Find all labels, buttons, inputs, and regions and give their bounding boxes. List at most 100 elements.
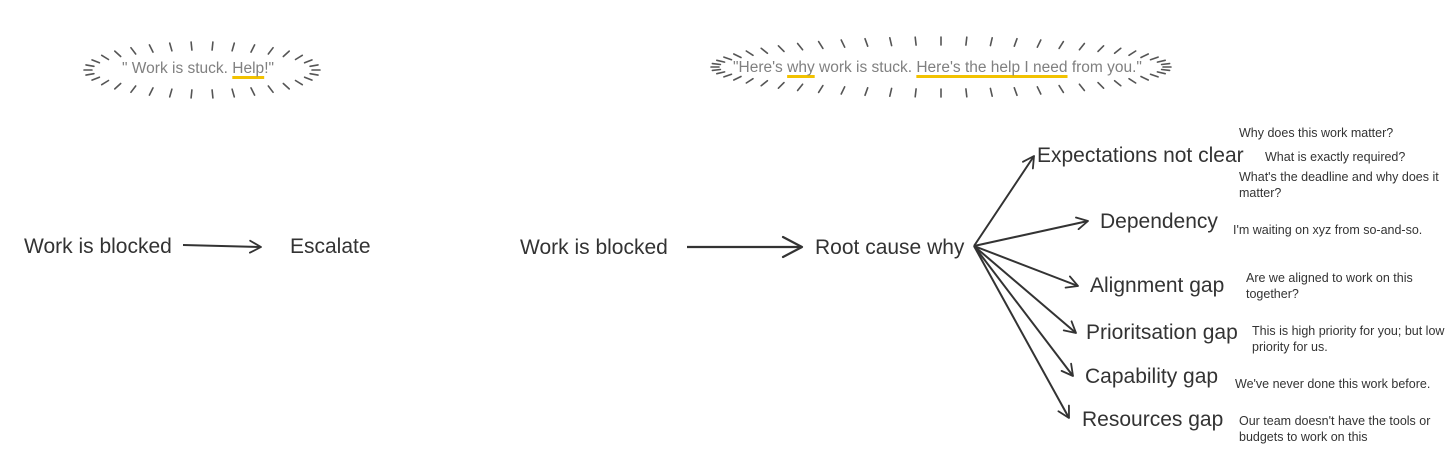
sparkle-dash [1036, 39, 1042, 49]
sparkle-dash [1097, 81, 1105, 89]
sparkle-dash [282, 82, 291, 90]
sparkle-dash [1036, 86, 1042, 95]
arrow-to-dependency [973, 216, 1089, 247]
sparkle-dash [888, 36, 893, 47]
sparkle-dash [715, 71, 726, 75]
sparkle-dash [715, 59, 726, 63]
sparkle-dash [1013, 37, 1018, 48]
note-deadline-line-1: What's the deadline and why does it [1239, 170, 1439, 184]
arrow-to-prioritisation [973, 245, 1077, 334]
sparkle-dash [732, 53, 742, 59]
sparkle-dash [148, 44, 154, 53]
branch-expectations-not-clear: Expectations not clear [1037, 144, 1244, 167]
sparkle-dash [760, 79, 769, 87]
note-deadline-line-2: matter? [1239, 186, 1282, 201]
sparkle-dash [840, 39, 846, 49]
sparkle-dash [1160, 68, 1171, 72]
sparkle-dash [294, 79, 304, 86]
sparkle-dash [250, 44, 256, 53]
note-prioritisation-line-1: This is high priority for you; but low [1252, 324, 1445, 338]
branch-prioritisation-gap: Prioritsation gap [1086, 321, 1238, 344]
sparkle-dash [211, 41, 214, 51]
sparkle-dash [711, 62, 722, 66]
sparkle-dash [190, 41, 193, 51]
arrow-to-resources [973, 245, 1070, 419]
sparkle-dash [965, 88, 968, 98]
sparkle-dash [190, 89, 193, 99]
sparkle-dash [1140, 75, 1149, 81]
sparkle-dash [1113, 47, 1122, 55]
sparkle-dash [267, 85, 274, 94]
quote-help: " Work is stuck. Help!" [122, 60, 274, 78]
sparkle-dash [148, 87, 154, 96]
sparkle-dash [1113, 79, 1122, 87]
quote-help-need-highlight: Here's the help I need [916, 59, 1068, 76]
sparkle-dash [1078, 83, 1086, 92]
sparkle-dash [1013, 87, 1018, 97]
note-exactly-required: What is exactly required? [1265, 150, 1406, 164]
sparkle-dash [267, 46, 274, 55]
sparkle-dash [282, 50, 291, 58]
sparkle-dash [130, 46, 137, 55]
sparkle-dash [294, 54, 304, 61]
sparkle-dash [1149, 56, 1159, 61]
quote-help-highlight: Help [232, 60, 265, 77]
note-alignment-line-1: Are we aligned to work on this [1246, 271, 1413, 285]
note-alignment-line-2: together? [1246, 287, 1299, 302]
sparkle-dash [817, 84, 824, 94]
sparkle-dash [211, 89, 214, 99]
branch-resources-gap: Resources gap [1082, 408, 1224, 431]
note-alignment: Are we aligned to work on this together? [1246, 270, 1413, 303]
sparkle-dash [114, 50, 122, 58]
sparkle-dash [1078, 42, 1086, 51]
sparkle-dash [303, 59, 313, 64]
sparkle-dash [888, 87, 893, 97]
arrow-to-expectations [973, 155, 1035, 247]
sparkle-dash [100, 79, 110, 86]
sparkle-dash [91, 59, 101, 64]
sparkle-dash [1097, 44, 1105, 53]
arrow-blocked-to-escalate [182, 239, 262, 254]
sparkle-dash [914, 88, 917, 98]
sparkle-dash [965, 36, 968, 46]
quote-why-middle: work is stuck. [814, 59, 917, 76]
sparkle-dash [168, 42, 173, 52]
sparkle-dash [91, 76, 101, 81]
sparkle-dash [989, 36, 994, 47]
quote-help-before: " Work is stuck. [122, 60, 233, 77]
sparkle-dash [1140, 53, 1149, 59]
sparkle-dash [796, 42, 804, 51]
sparkle-dash [745, 50, 754, 57]
sparkle-dash [723, 73, 733, 78]
sparkle-border-right [710, 36, 1172, 98]
sparkle-dash [85, 64, 95, 68]
sparkle-dash [777, 44, 785, 53]
sparkle-dash [250, 87, 256, 96]
sparkle-border-left [83, 41, 321, 99]
sparkle-dash [840, 86, 846, 95]
sparkle-dash [100, 54, 110, 61]
sparkle-dash [760, 47, 769, 55]
quote-why-highlight: why [787, 59, 815, 76]
quote-why-close: from you." [1067, 59, 1142, 76]
branch-capability-gap: Capability gap [1085, 365, 1219, 388]
sparkle-dash [745, 77, 754, 84]
sparkle-dash [732, 75, 742, 81]
quote-help-after: !" [264, 60, 274, 77]
sparkle-dash [1058, 40, 1065, 50]
sparkle-dash [864, 37, 869, 48]
sparkle-dash [1128, 50, 1137, 57]
sparkle-dash [711, 68, 722, 72]
sparkle-dash [231, 88, 236, 98]
node-work-blocked-left: Work is blocked [24, 235, 172, 258]
sparkle-dash [85, 72, 95, 76]
quote-why-and-help: "Here's why work is stuck. Here's the he… [733, 59, 1142, 77]
note-deadline: What's the deadline and why does it matte… [1239, 169, 1439, 202]
sparkle-dash [1156, 59, 1166, 63]
note-resources-line-2: budgets to work on this [1239, 430, 1368, 445]
sparkle-dash [114, 82, 122, 90]
sparkle-dash [168, 88, 173, 98]
sparkle-dash [989, 87, 994, 97]
